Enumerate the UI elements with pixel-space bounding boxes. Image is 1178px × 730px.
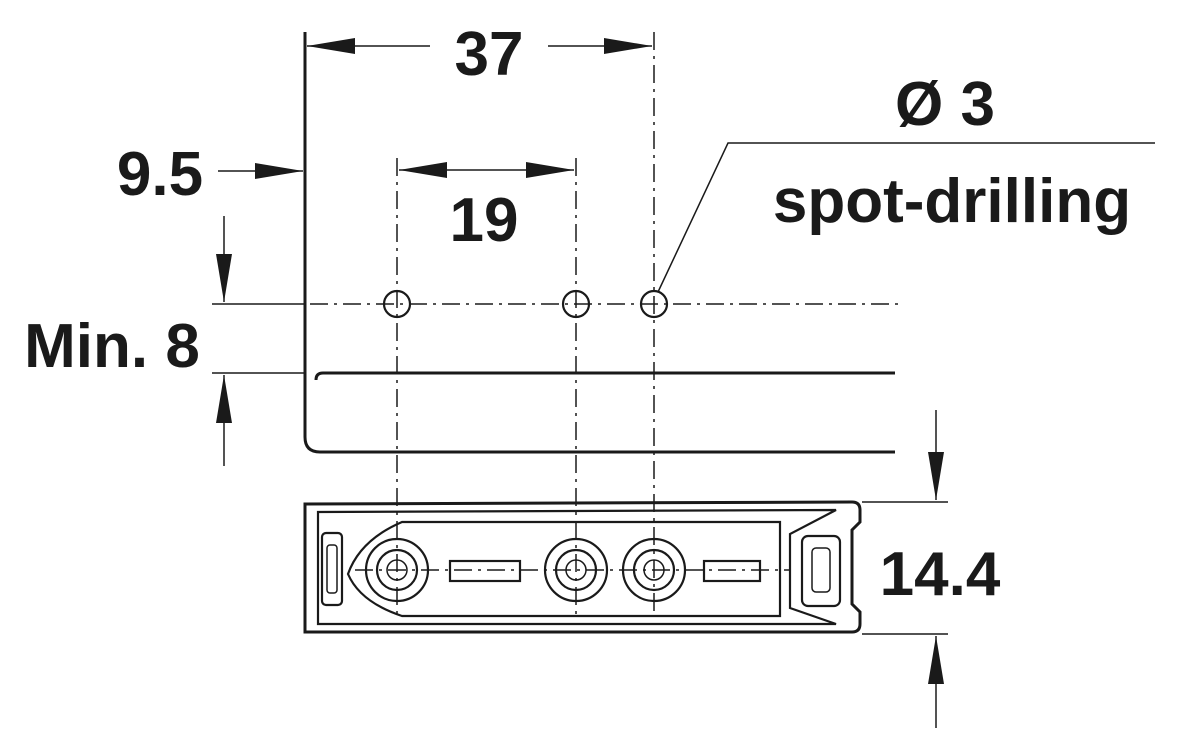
drill-hole-3 [639,289,669,319]
dimension-19-label: 19 [450,186,519,255]
mounting-plate [303,500,862,634]
panel-outline [303,32,895,454]
dimension-9-5: 9.5 [117,140,303,209]
dimension-min-8-label: Min. 8 [24,312,200,381]
dimension-min-8: Min. 8 [24,216,305,466]
dimension-14-4-label: 14.4 [880,540,1001,609]
dimension-14-4: 14.4 [862,410,1001,728]
dimension-37-label: 37 [455,20,524,89]
dimension-9-5-label: 9.5 [117,140,203,209]
diameter-label: Ø 3 [895,70,995,139]
spot-drilling-callout: Ø 3 spot-drilling [657,70,1155,293]
dimension-37: 37 [307,20,652,89]
dimension-19: 19 [399,162,574,255]
spot-drilling-label: spot-drilling [773,167,1131,236]
